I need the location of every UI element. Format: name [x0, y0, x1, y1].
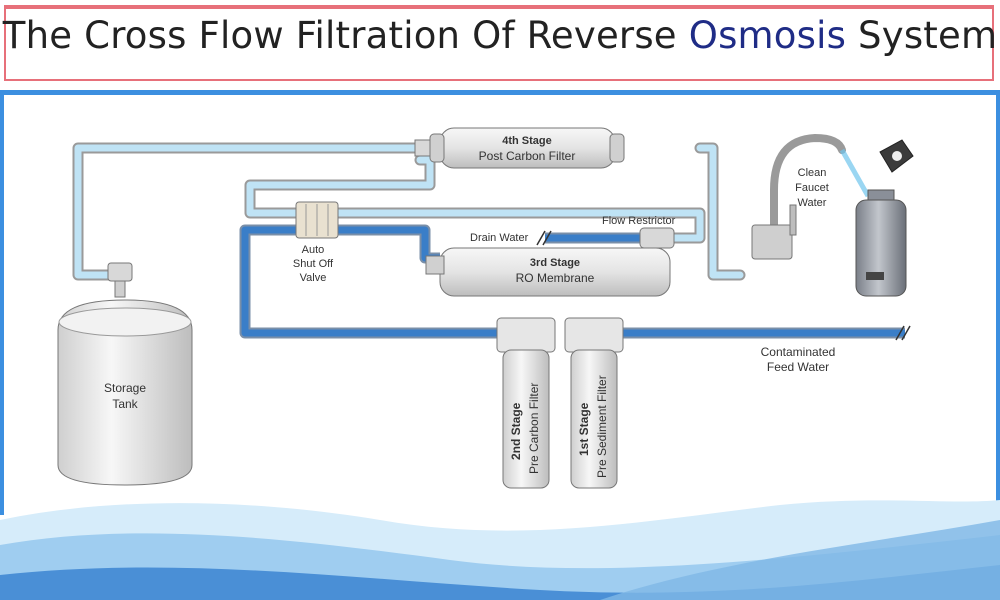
tank-icon: Storage Tank: [57, 262, 193, 486]
tank-label-1: Storage: [104, 381, 146, 395]
decorative-waves: [0, 500, 1000, 600]
stage1-pre-sediment-filter: 1st Stage Pre Sediment Filter: [564, 317, 624, 489]
feed-water-label-1: Contaminated: [761, 345, 836, 359]
stage1-label: 1st Stage: [577, 402, 591, 456]
stage2-pre-carbon-filter: 2nd Stage Pre Carbon Filter: [496, 317, 556, 489]
stage2-label: 2nd Stage: [509, 402, 523, 460]
stage4-desc: Post Carbon Filter: [479, 149, 576, 163]
valve-label-1: Auto: [302, 244, 325, 256]
left-border: [0, 95, 4, 515]
bottle-cap-icon: [879, 139, 914, 173]
flow-arrows: [77, 147, 795, 334]
title-accent-word: Osmosis: [688, 14, 847, 57]
tank-label-2: Tank: [112, 397, 138, 411]
flow-restrictor-label: Flow Restrictor: [602, 215, 676, 227]
clean-water-pipes: [72, 142, 746, 281]
stage3-desc: RO Membrane: [516, 271, 595, 285]
valve-label-3: Valve: [300, 272, 327, 284]
stage2-desc: Pre Carbon Filter: [527, 383, 541, 474]
stage1-desc: Pre Sediment Filter: [595, 375, 609, 478]
stage3-label: 3rd Stage: [530, 257, 580, 269]
stage3-ro-membrane: 3rd Stage RO Membrane: [425, 227, 675, 297]
page-title: The Cross Flow Filtration Of Reverse Osm…: [2, 14, 998, 57]
valve-label-2: Shut Off: [293, 258, 334, 270]
faucet-label-2: Faucet: [795, 182, 829, 194]
faucet-label-3: Water: [798, 197, 827, 209]
title-rule: [0, 90, 1000, 95]
title-banner: [4, 5, 994, 81]
valve-icon: Auto Shut Off Valve: [293, 201, 339, 284]
pipe-break-marks: [536, 230, 911, 341]
bottle-icon: [855, 189, 907, 297]
feed-water-pipes: [239, 224, 905, 339]
stage4-post-carbon-filter: 4th Stage Post Carbon Filter: [414, 127, 625, 169]
right-border: [996, 95, 1000, 515]
drain-water-label: Drain Water: [470, 232, 529, 244]
faucet-label-1: Clean: [798, 167, 827, 179]
stage4-label: 4th Stage: [502, 135, 552, 147]
feed-water-label-2: Feed Water: [767, 360, 829, 374]
faucet-icon: Clean Faucet Water: [751, 133, 871, 260]
